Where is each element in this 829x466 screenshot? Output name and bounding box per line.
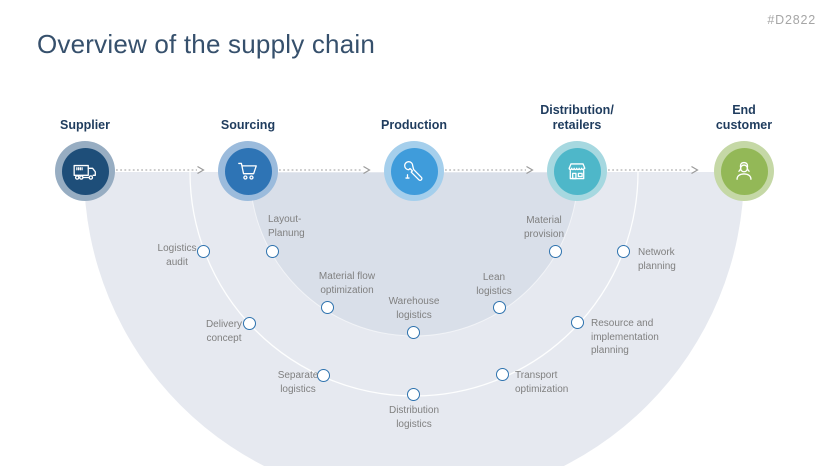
milestone-label-transport-optimization: Transport optimization [515, 370, 569, 395]
milestone-label-separate-logistics: Separate logistics [277, 370, 319, 395]
milestone-label-layout-planung: Layout- Planung [268, 214, 305, 239]
stage-label-distribution-retailers: Distribution/ retailers [540, 103, 614, 132]
milestone-marker-layout-planung [266, 245, 279, 258]
flow-arrows [116, 165, 699, 175]
stage-ring [55, 141, 115, 201]
stage-circle [224, 147, 272, 195]
stage-label-production: Production [381, 118, 447, 132]
stage-circle [553, 147, 601, 195]
stage-ring [547, 141, 607, 201]
milestone-marker-material-flow-optimization [321, 301, 334, 314]
stage-circle [720, 147, 768, 195]
arrowhead-icon [691, 165, 699, 175]
person-icon [736, 161, 752, 180]
wrench-icon [404, 161, 423, 181]
stage-label-supplier: Supplier [59, 118, 110, 132]
milestone-label-distribution-logistics: Distribution logistics [388, 405, 440, 430]
milestone-label-logistics-audit: Logistics audit [157, 243, 197, 268]
milestone-label-delivery-concept: Delivery concept [205, 319, 243, 344]
stage-circle [61, 147, 109, 195]
stage-circle [390, 147, 438, 195]
storefront-icon [568, 163, 586, 180]
milestone-marker-network-planning [617, 245, 630, 258]
milestone-label-network-planning: Network planning [638, 247, 676, 272]
stage-ring [384, 141, 444, 201]
page-title: Overview of the supply chain [37, 29, 375, 59]
stage-label-end-customer: End customer [715, 103, 773, 132]
milestone-marker-material-provision [549, 245, 562, 258]
milestone-marker-separate-logistics [317, 369, 330, 382]
milestone-label-material-provision: Material provision [523, 215, 565, 240]
stage-ring [714, 141, 774, 201]
milestone-label-material-flow-optimization: Material flow optimization [318, 271, 376, 296]
milestone-marker-warehouse-logistics [407, 326, 420, 339]
arrowhead-icon [197, 165, 205, 175]
milestone-label-warehouse-logistics: Warehouse logistics [388, 296, 440, 321]
milestone-label-lean-logistics: Lean logistics [476, 272, 512, 297]
stage-label-sourcing: Sourcing [220, 118, 276, 132]
milestone-marker-transport-optimization [496, 368, 509, 381]
milestone-marker-lean-logistics [493, 301, 506, 314]
arrowhead-icon [363, 165, 371, 175]
stage-ring [218, 141, 278, 201]
slide-code: #D2822 [767, 13, 816, 27]
milestone-marker-delivery-concept [243, 317, 256, 330]
milestone-marker-distribution-logistics [407, 388, 420, 401]
milestone-marker-logistics-audit [197, 245, 210, 258]
shopping-cart-icon [238, 162, 257, 180]
arrowhead-icon [526, 165, 534, 175]
milestone-label-resource-planning: Resource and implementation planning [591, 318, 659, 356]
milestone-marker-resource-planning [571, 316, 584, 329]
truck-icon [73, 164, 96, 180]
